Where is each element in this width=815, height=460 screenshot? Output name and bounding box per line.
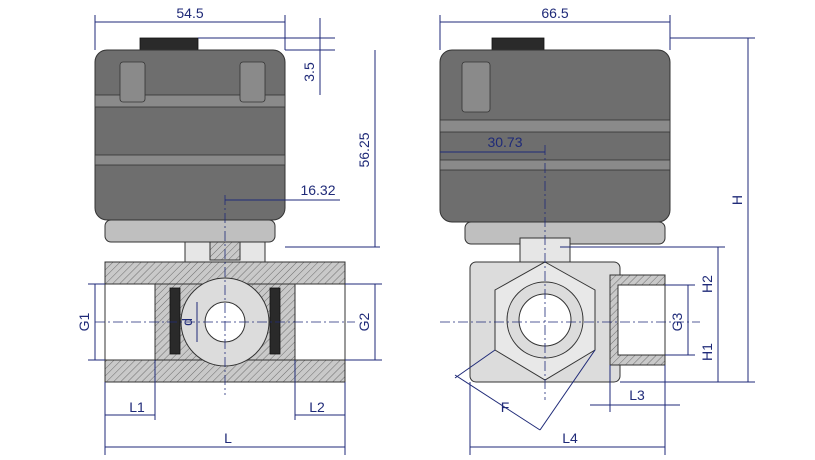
side-actuator: [439, 37, 671, 245]
label-f: F: [501, 399, 510, 415]
front-port-left: [104, 283, 156, 361]
side-actuator-band: [439, 119, 671, 133]
front-seat-right: [269, 287, 281, 355]
dim-line-f: [454, 374, 541, 431]
dim-stem-offset: 16.32: [300, 182, 335, 198]
label-h: H: [729, 195, 745, 205]
label-g3: G3: [669, 312, 685, 331]
label-l4: L4: [562, 430, 578, 446]
label-d: d: [179, 318, 195, 326]
label-l: L: [224, 430, 232, 446]
front-actuator-base: [104, 219, 276, 243]
dim-actuator-height: 56.25: [356, 132, 372, 167]
dim-side-offset: 30.73: [487, 134, 522, 150]
label-l1: L1: [129, 399, 145, 415]
label-g2: G2: [356, 312, 372, 331]
side-knob: [491, 37, 545, 51]
front-view: [94, 37, 355, 395]
dim-side-width: 66.5: [541, 5, 568, 21]
dim-front-width: 54.5: [176, 5, 203, 21]
side-view: [439, 37, 700, 400]
front-actuator-rib-left: [119, 61, 146, 103]
label-l2: L2: [309, 399, 325, 415]
front-seat-left: [169, 287, 181, 355]
label-h1: H1: [699, 343, 715, 361]
side-port-thread: [617, 284, 666, 356]
side-actuator-band-lower: [439, 159, 671, 171]
front-actuator: [94, 37, 286, 243]
side-actuator-rib: [461, 61, 491, 113]
label-l3: L3: [629, 387, 645, 403]
side-dimensions: 66.5 30.73 H H2 H1 G3 L3 L4: [439, 5, 755, 455]
label-g1: G1: [76, 312, 92, 331]
front-actuator-rib-right: [239, 61, 266, 103]
front-actuator-band-lower: [94, 154, 286, 166]
front-knob: [139, 37, 199, 51]
dim-top-cap: 3.5: [301, 62, 317, 82]
label-h2: H2: [699, 275, 715, 293]
side-valve-body: [469, 261, 666, 383]
front-dimensions: 54.5 3.5 56.25 16.32 G1 G2 d L1: [76, 5, 382, 455]
